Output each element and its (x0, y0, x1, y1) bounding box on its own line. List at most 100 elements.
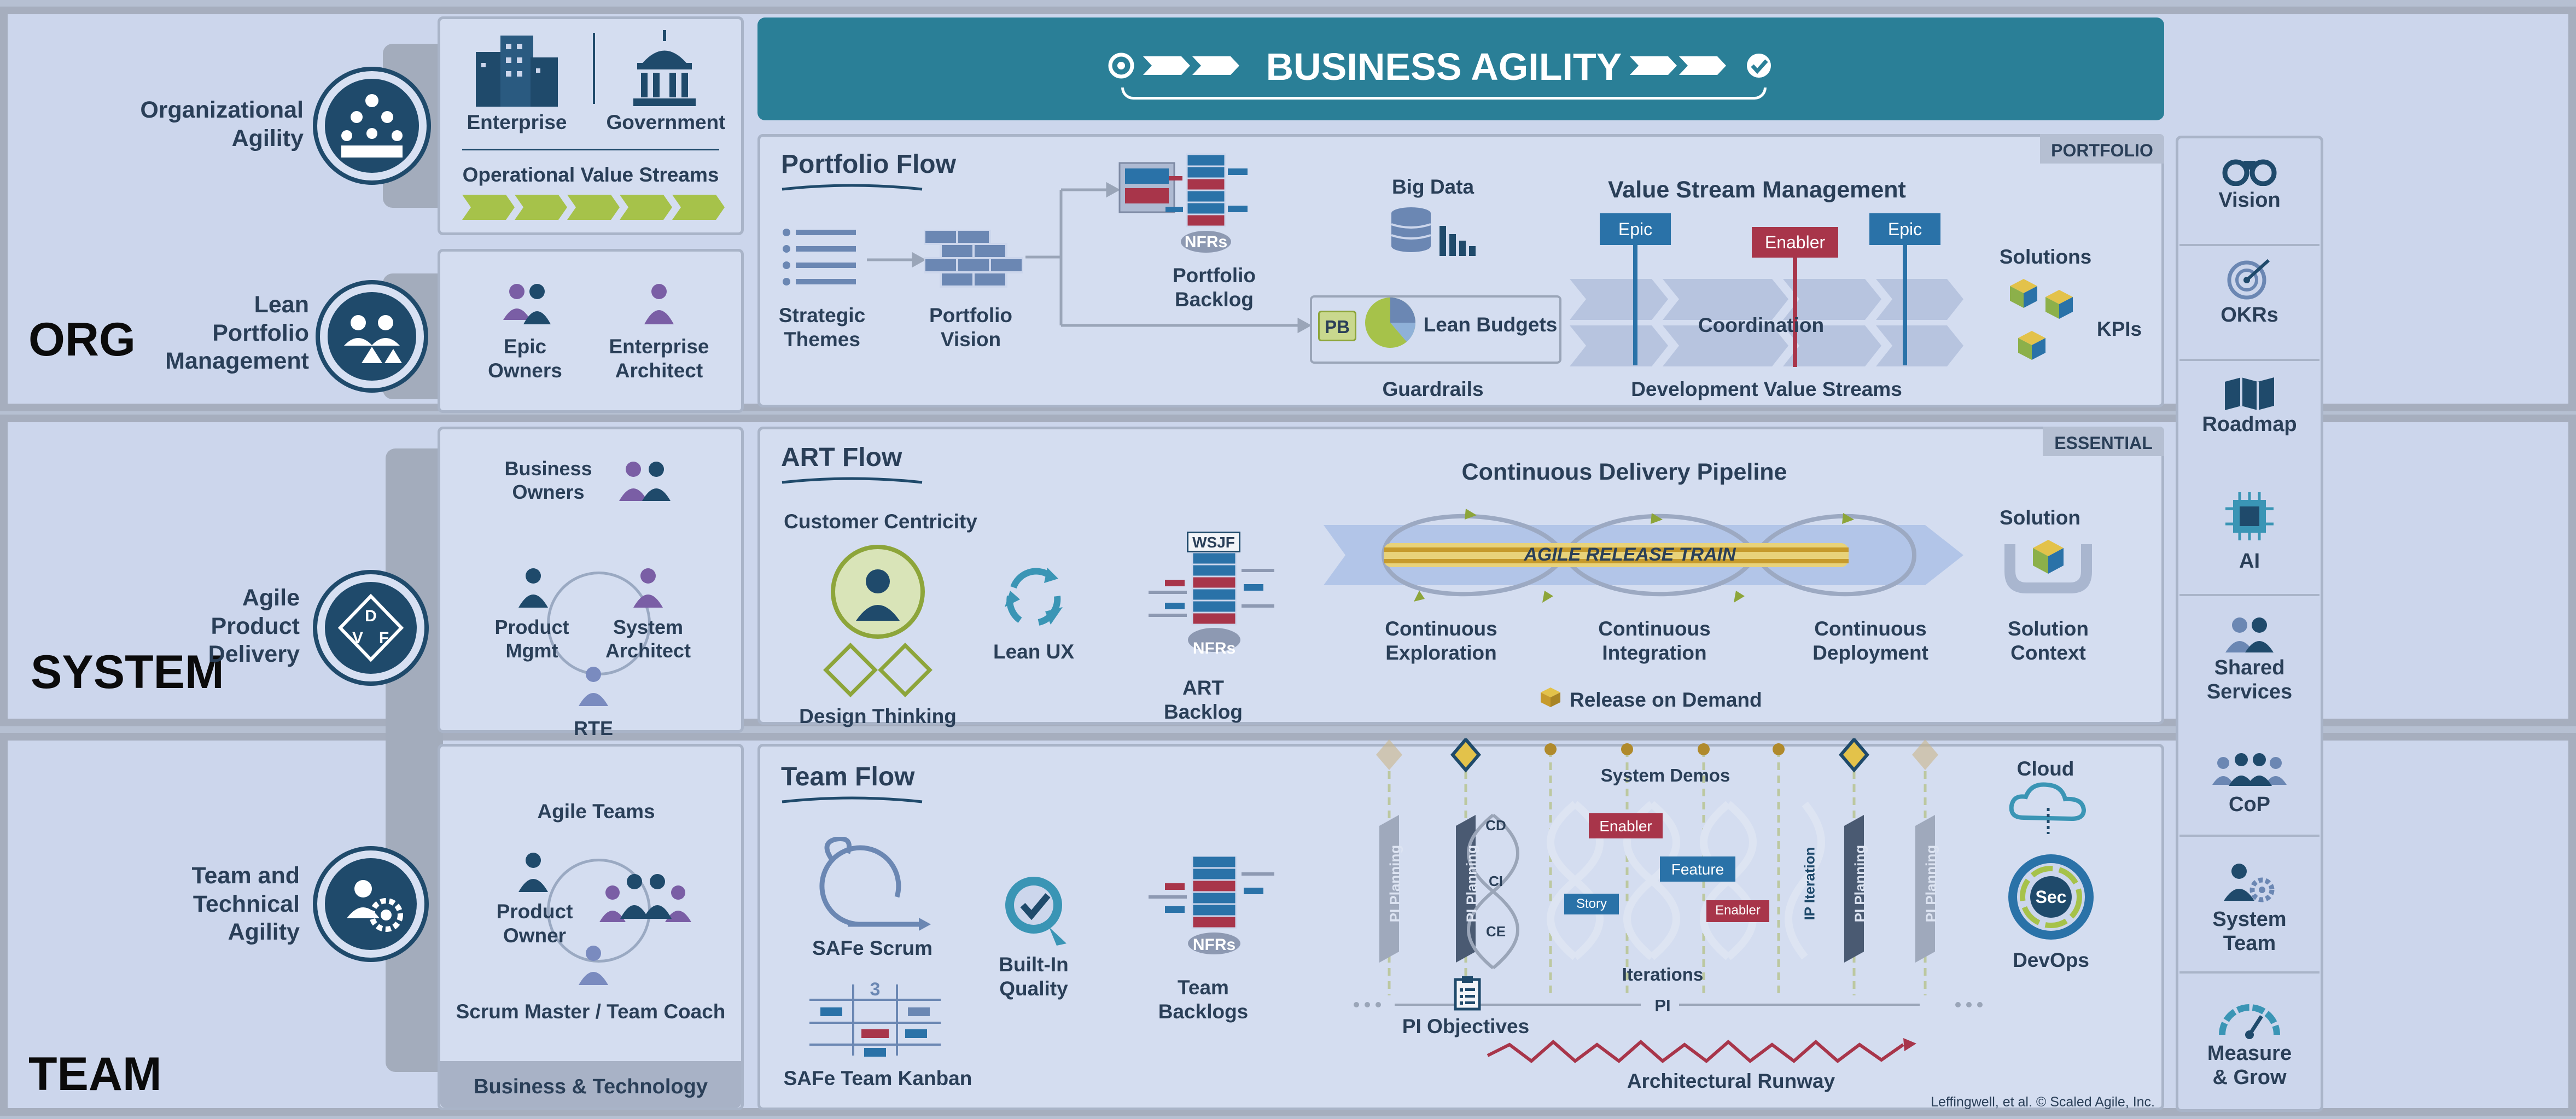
portfolio-flow-title[interactable]: Portfolio Flow (781, 150, 956, 179)
spanning-item-vision[interactable]: Vision (2176, 153, 2323, 213)
epic-owners-label[interactable]: Epic Owners (488, 335, 562, 382)
product-owner-icon[interactable] (514, 850, 552, 897)
business-owners-label[interactable]: Business Owners (504, 457, 592, 504)
business-owners-icon[interactable] (613, 459, 678, 506)
safe-team-kanban-icon[interactable]: 3 (804, 979, 946, 1064)
kpis-label[interactable]: KPIs (2096, 318, 2142, 340)
organizational-agility-icon[interactable] (317, 71, 427, 180)
art-backlog-label[interactable]: ART Backlog (1164, 677, 1243, 724)
strategic-themes-icon[interactable] (782, 227, 864, 290)
release-on-demand-icon[interactable] (1540, 686, 1561, 711)
competency-lean-portfolio-management[interactable]: Lean Portfolio Management (165, 292, 309, 375)
solutions-cubes-icon[interactable] (2007, 276, 2078, 372)
product-owner-label[interactable]: Product Owner (496, 900, 573, 947)
enabler-marker[interactable] (1752, 227, 1838, 258)
lean-ux-icon[interactable] (998, 563, 1069, 637)
lean-ux-label[interactable]: Lean UX (993, 640, 1075, 663)
continuous-delivery-pipeline-title[interactable]: Continuous Delivery Pipeline (1461, 459, 1787, 485)
release-on-demand-label[interactable]: Release on Demand (1570, 689, 1762, 711)
big-data-label[interactable]: Big Data (1391, 176, 1475, 198)
enterprise-label[interactable]: Enterprise (467, 111, 567, 133)
team-flow-title[interactable]: Team Flow (781, 762, 915, 791)
agile-teams-label[interactable]: Agile Teams (537, 800, 655, 823)
built-in-quality-icon[interactable] (1001, 872, 1072, 952)
continuous-integration-label[interactable]: Continuous Integration (1598, 617, 1711, 665)
story-card[interactable] (1564, 894, 1619, 914)
pi-planning-label-4[interactable]: PI Planning (1922, 844, 1939, 923)
coordination-label[interactable]: Coordination (1698, 314, 1825, 336)
enabler-story-2[interactable] (1706, 900, 1769, 922)
portfolio-backlog-label[interactable]: Portfolio Backlog (1172, 264, 1256, 311)
art-backlog-icon[interactable] (1143, 551, 1285, 659)
portfolio-vision-icon[interactable] (923, 229, 1024, 293)
rte-icon[interactable] (574, 665, 613, 711)
iterations-label[interactable]: Iterations (1622, 964, 1704, 984)
art-flow-title[interactable]: ART Flow (781, 443, 902, 472)
product-mgmt-label[interactable]: Product Mgmt (494, 616, 569, 662)
feature-card[interactable] (1660, 856, 1735, 882)
operational-value-streams-label[interactable]: Operational Value Streams (462, 164, 719, 186)
spanning-item-okrs[interactable]: OKRs (2176, 257, 2323, 328)
lean-budgets-label[interactable]: Lean Budgets (1423, 313, 1558, 336)
business-agility-banner[interactable] (757, 18, 2164, 120)
pi-planning-label-3[interactable]: PI Planning (1851, 844, 1868, 923)
system-architect-icon[interactable] (629, 566, 667, 613)
safe-team-kanban-label[interactable]: SAFe Team Kanban (783, 1067, 972, 1089)
pi-planning-label-1[interactable]: PI Planning (1386, 844, 1403, 923)
scrum-master-icon[interactable] (574, 943, 613, 990)
design-thinking-label[interactable]: Design Thinking (799, 705, 957, 727)
built-in-quality-label[interactable]: Built-In Quality (999, 953, 1069, 1000)
government-label[interactable]: Government (606, 111, 726, 133)
enterprise-icon[interactable] (470, 30, 563, 109)
architectural-runway-label[interactable]: Architectural Runway (1627, 1070, 1835, 1092)
solution-context-label[interactable]: Solution Context (2008, 617, 2089, 665)
guardrails-label[interactable]: Guardrails (1382, 378, 1484, 400)
business-technology-label[interactable]: Business & Technology (474, 1075, 708, 1098)
development-value-streams-label[interactable]: Development Value Streams (1631, 378, 1902, 400)
competency-team-technical-agility[interactable]: Team and Technical Agility (191, 862, 300, 946)
devops-label[interactable]: DevOps (2013, 949, 2089, 971)
spanning-item-system-team[interactable]: System Team (2176, 861, 2323, 955)
spanning-item-cop[interactable]: CoP (2176, 752, 2323, 817)
competency-organizational-agility[interactable]: Organizational Agility (140, 97, 304, 151)
lean-budgets-pie-icon[interactable] (1363, 295, 1418, 353)
cloud-icon[interactable] (2007, 779, 2089, 837)
rte-label[interactable]: RTE (574, 717, 613, 739)
safe-scrum-icon[interactable] (815, 836, 935, 938)
team-backlogs-label[interactable]: Team Backlogs (1158, 976, 1249, 1023)
pb-badge[interactable] (1318, 311, 1356, 341)
team-backlogs-icon[interactable] (1143, 855, 1285, 957)
enterprise-architect-icon[interactable] (640, 282, 678, 328)
portfolio-backlog-icon[interactable] (1118, 153, 1250, 257)
system-architect-label[interactable]: System Architect (605, 616, 691, 662)
team-technical-agility-icon[interactable] (317, 850, 424, 958)
spanning-item-shared-services[interactable]: Shared Services (2176, 615, 2323, 704)
safe-scrum-label[interactable]: SAFe Scrum (812, 937, 933, 959)
pi-label[interactable]: PI (1654, 996, 1671, 1015)
government-icon[interactable] (629, 30, 700, 109)
enabler-story-1[interactable] (1589, 813, 1663, 838)
lean-portfolio-management-icon[interactable] (320, 284, 424, 388)
pi-objectives-icon[interactable] (1452, 976, 1483, 1014)
spanning-item-ai[interactable]: AI (2176, 487, 2323, 574)
agile-team-icon[interactable] (596, 870, 700, 927)
system-demos-label[interactable]: System Demos (1600, 765, 1730, 785)
devops-sec-icon[interactable]: Sec (2004, 850, 2097, 946)
continuous-deployment-label[interactable]: Continuous Deployment (1812, 617, 1928, 665)
solution-label[interactable]: Solution (2000, 506, 2080, 529)
epic-marker-right[interactable] (1869, 213, 1940, 245)
competency-agile-product-delivery[interactable]: Agile Product Delivery (208, 585, 300, 668)
continuous-exploration-label[interactable]: Continuous Exploration (1385, 617, 1497, 665)
spanning-item-roadmap[interactable]: Roadmap (2176, 377, 2323, 437)
agile-product-delivery-icon[interactable]: D V F (317, 574, 424, 681)
enterprise-architect-label[interactable]: Enterprise Architect (609, 335, 709, 382)
big-data-icon[interactable] (1389, 207, 1482, 261)
scrum-master-label[interactable]: Scrum Master / Team Coach (456, 1000, 726, 1023)
customer-centricity-icon[interactable] (829, 544, 927, 643)
product-mgmt-icon[interactable] (514, 566, 552, 613)
ip-iteration-label[interactable]: IP Iteration (1801, 847, 1818, 920)
solution-icon[interactable] (1999, 533, 2097, 602)
cloud-label[interactable]: Cloud (2016, 757, 2074, 780)
pi-objectives-label[interactable]: PI Objectives (1402, 1015, 1530, 1038)
portfolio-vision-label[interactable]: Portfolio Vision (929, 304, 1013, 351)
